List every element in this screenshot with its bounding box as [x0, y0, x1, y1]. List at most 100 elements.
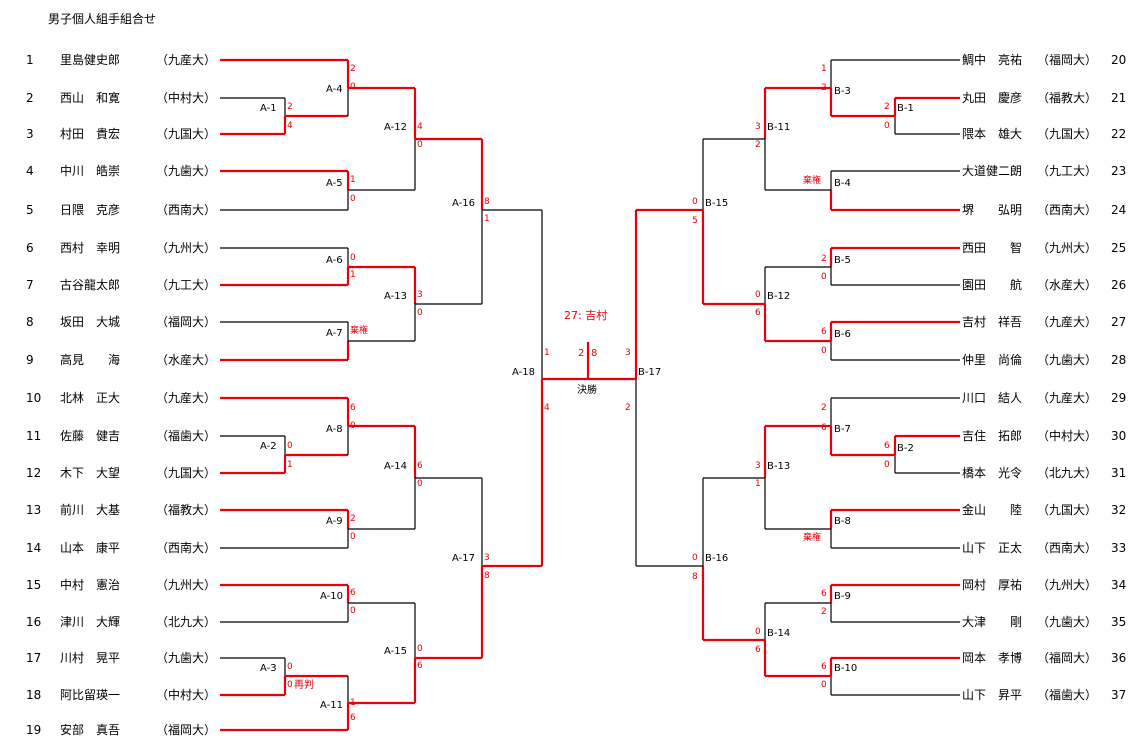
score-label: 2: [287, 102, 293, 112]
score-label: 0: [692, 197, 698, 207]
player-name: 鯛中 亮祐: [962, 53, 1023, 67]
match-label: B-5: [834, 255, 851, 266]
match-label: A-5: [326, 178, 343, 189]
score-label: 2: [350, 64, 356, 74]
player-name: 隈本 雄大: [962, 127, 1023, 141]
score-label: 6: [350, 403, 356, 413]
score-label: 0: [350, 194, 356, 204]
match-label: B-12: [767, 291, 791, 302]
score-label: 0: [350, 606, 356, 616]
player-name: 木下 大望: [60, 466, 121, 480]
match-label: B-6: [834, 329, 851, 340]
player-name: 中村 憲治: [60, 578, 121, 592]
score-label: 6: [755, 308, 761, 318]
match-label: A-8: [326, 424, 343, 435]
player-number: 22: [1111, 127, 1127, 141]
player-number: 35: [1111, 615, 1127, 629]
player-number: 23: [1111, 164, 1127, 178]
player-number: 7: [26, 278, 34, 292]
player-school: （九国大）: [1037, 127, 1098, 141]
player-number: 24: [1111, 203, 1127, 217]
score-label: 6: [884, 441, 890, 451]
player-number: 36: [1111, 651, 1127, 665]
match-label: A-17: [452, 553, 475, 564]
score-label: 0: [417, 479, 423, 489]
score-label: 6: [417, 461, 423, 471]
score-label: 0: [287, 441, 293, 451]
player-name: 高見 海: [60, 353, 121, 367]
score-label: 0: [755, 627, 761, 637]
player-school: （九産大）: [156, 391, 217, 405]
player-number: 29: [1111, 391, 1127, 405]
player-school: （西南大）: [156, 541, 217, 555]
score-label: 8: [484, 197, 490, 207]
match-label: B-2: [897, 443, 914, 454]
match-label: B-15: [705, 198, 729, 209]
player-name: 仲里 尚倫: [962, 353, 1023, 367]
player-number: 37: [1111, 688, 1127, 702]
player-school: （中村大）: [1037, 429, 1098, 443]
match-label: A-16: [452, 198, 475, 209]
score-label: 2: [755, 140, 761, 150]
player-school: （水産大）: [1037, 278, 1098, 292]
score-label: 棄権: [350, 326, 369, 336]
match-label: B-4: [834, 178, 851, 189]
score-label: 0: [417, 140, 423, 150]
player-name: 村田 貴宏: [60, 127, 121, 141]
score-label: 0: [350, 253, 356, 263]
player-school: （西南大）: [1037, 541, 1098, 555]
score-label: 6: [350, 588, 356, 598]
score-label: 0: [287, 662, 293, 672]
player-school: （九歯大）: [1037, 615, 1098, 629]
match-label: A-14: [384, 461, 407, 472]
match-label: B-7: [834, 424, 851, 435]
player-school: （九州大）: [156, 578, 217, 592]
score-label: 0: [755, 290, 761, 300]
player-school: （中村大）: [156, 688, 217, 702]
match-label: A-10: [320, 591, 343, 602]
match-label: A-13: [384, 291, 407, 302]
score-label: 0: [821, 272, 827, 282]
player-number: 33: [1111, 541, 1127, 555]
player-number: 19: [26, 723, 42, 737]
player-name: 山下 昇平: [962, 688, 1023, 702]
score-label: 0: [821, 346, 827, 356]
score-label: 1: [287, 460, 293, 470]
final-label: 決勝: [577, 385, 597, 396]
match-label: B-10: [834, 663, 858, 674]
player-name: 園田 航: [962, 278, 1023, 292]
score-label: 1: [350, 698, 356, 708]
match-label: B-16: [705, 553, 729, 564]
player-school: （九州大）: [1037, 578, 1098, 592]
score-label: 4: [544, 403, 550, 413]
player-number: 1: [26, 53, 34, 67]
match-label: B-1: [897, 103, 914, 114]
player-school: （福教大）: [156, 503, 217, 517]
player-school: （九産大）: [156, 53, 217, 67]
player-name: 川村 晃平: [60, 651, 121, 665]
score-label: 1: [350, 175, 356, 185]
player-name: 西山 和寛: [60, 91, 121, 105]
player-number: 18: [26, 688, 42, 702]
match-label: A-6: [326, 255, 343, 266]
score-label: 0: [417, 308, 423, 318]
player-number: 13: [26, 503, 42, 517]
player-name: 津川 大輝: [60, 615, 121, 629]
player-number: 30: [1111, 429, 1127, 443]
player-school: （西南大）: [1037, 203, 1098, 217]
score-label: 2: [350, 514, 356, 524]
player-name: 堺 弘明: [962, 203, 1023, 217]
match-label: A-4: [326, 84, 343, 95]
player-school: （九歯大）: [156, 651, 217, 665]
player-name: 山本 康平: [60, 541, 121, 555]
player-school: （西南大）: [156, 203, 217, 217]
score-label: 3: [484, 553, 490, 563]
player-name: 前川 大基: [60, 503, 121, 517]
score-label: 2: [884, 102, 890, 112]
score-label: 3: [625, 348, 631, 358]
player-number: 17: [26, 651, 42, 665]
score-label: 2: [821, 83, 827, 93]
player-name: 川口 結人: [962, 391, 1023, 405]
score-label: 3: [755, 122, 761, 132]
score-label: 0: [821, 680, 827, 690]
